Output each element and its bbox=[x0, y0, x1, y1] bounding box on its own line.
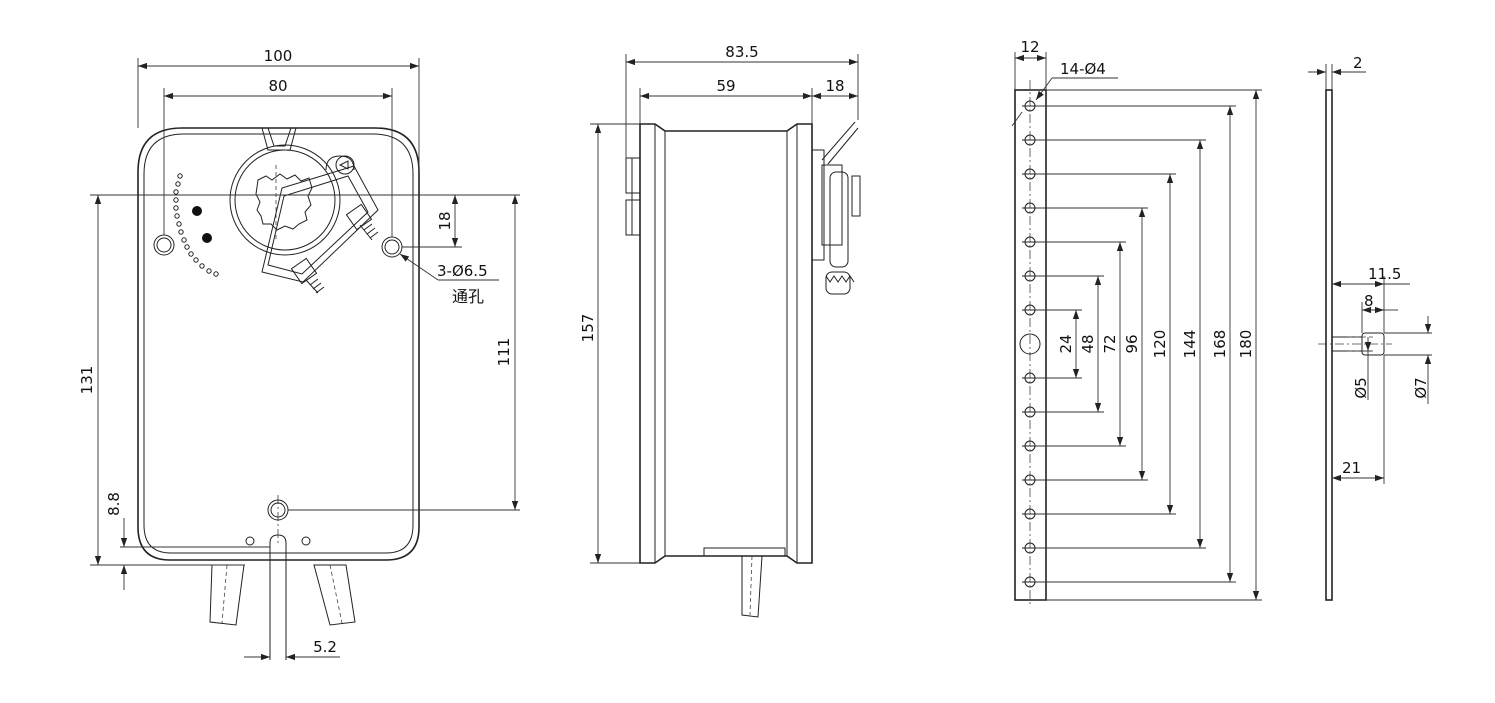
dim-spacing-48: 48 bbox=[1079, 334, 1097, 353]
dim-spacing-120: 120 bbox=[1151, 330, 1169, 359]
cables bbox=[209, 564, 356, 626]
pin-view: 2 11.5 8 Ø5 Ø7 21 bbox=[1308, 54, 1432, 601]
side-view: 83.5 59 18 157 bbox=[579, 43, 861, 618]
position-indicator-dots bbox=[173, 173, 219, 277]
dim-shoulder-8: 8 bbox=[1364, 292, 1374, 310]
dim-width-overall: 100 bbox=[264, 47, 293, 65]
dim-height-111: 111 bbox=[495, 338, 513, 367]
bottom-slot bbox=[269, 534, 287, 660]
dim-clamp-depth-18: 18 bbox=[825, 77, 844, 95]
dim-spacing-72: 72 bbox=[1101, 334, 1119, 353]
bracket-hole-callout: 14-Ø4 bbox=[1060, 60, 1106, 78]
dim-depth-83-5: 83.5 bbox=[725, 43, 758, 61]
dim-hole-spacing: 80 bbox=[268, 77, 287, 95]
dim-body-depth-59: 59 bbox=[716, 77, 735, 95]
dim-diameter-5: Ø5 bbox=[1352, 377, 1370, 398]
side-body-outline bbox=[639, 123, 813, 564]
dim-bottom-8-8: 8.8 bbox=[105, 492, 123, 516]
dim-spacing-144: 144 bbox=[1181, 330, 1199, 359]
dim-spacing-24: 24 bbox=[1057, 334, 1075, 353]
front-view: 100 80 131 111 18 8.8 5.2 3-Ø6.5 通孔 bbox=[78, 47, 520, 661]
pin-plate bbox=[1325, 89, 1333, 601]
side-dimensions bbox=[590, 54, 859, 564]
dim-height-157: 157 bbox=[579, 314, 597, 343]
dim-thickness-2: 2 bbox=[1353, 54, 1363, 72]
dim-spacing-168: 168 bbox=[1211, 330, 1229, 359]
dim-hole-offset-18: 18 bbox=[436, 211, 454, 230]
bracket-dimensions bbox=[1011, 52, 1262, 601]
dim-pin-length-11-5: 11.5 bbox=[1368, 265, 1401, 283]
pin-dimensions bbox=[1308, 64, 1432, 484]
actuator-body-inner-edge bbox=[143, 133, 414, 554]
hole-callout: 3-Ø6.5 bbox=[437, 262, 488, 280]
dim-slot-5-2: 5.2 bbox=[313, 638, 337, 656]
dim-spacing-96: 96 bbox=[1123, 334, 1141, 353]
side-clamp bbox=[811, 121, 861, 295]
dim-offset-21: 21 bbox=[1342, 459, 1361, 477]
bracket-holes bbox=[1019, 100, 1041, 588]
hole-note: 通孔 bbox=[452, 287, 484, 306]
front-dimensions bbox=[90, 58, 520, 661]
dim-spacing-180: 180 bbox=[1237, 330, 1255, 359]
actuator-body-outline bbox=[137, 127, 420, 561]
dim-height-131: 131 bbox=[78, 366, 96, 395]
bracket-view: 12 14-Ø4 24 48 72 96 120 144 168 180 bbox=[1011, 38, 1262, 605]
pin-head bbox=[1361, 332, 1385, 356]
dim-diameter-7: Ø7 bbox=[1412, 377, 1430, 398]
dim-bracket-width-12: 12 bbox=[1020, 38, 1039, 56]
shaft-clamp bbox=[229, 127, 379, 294]
